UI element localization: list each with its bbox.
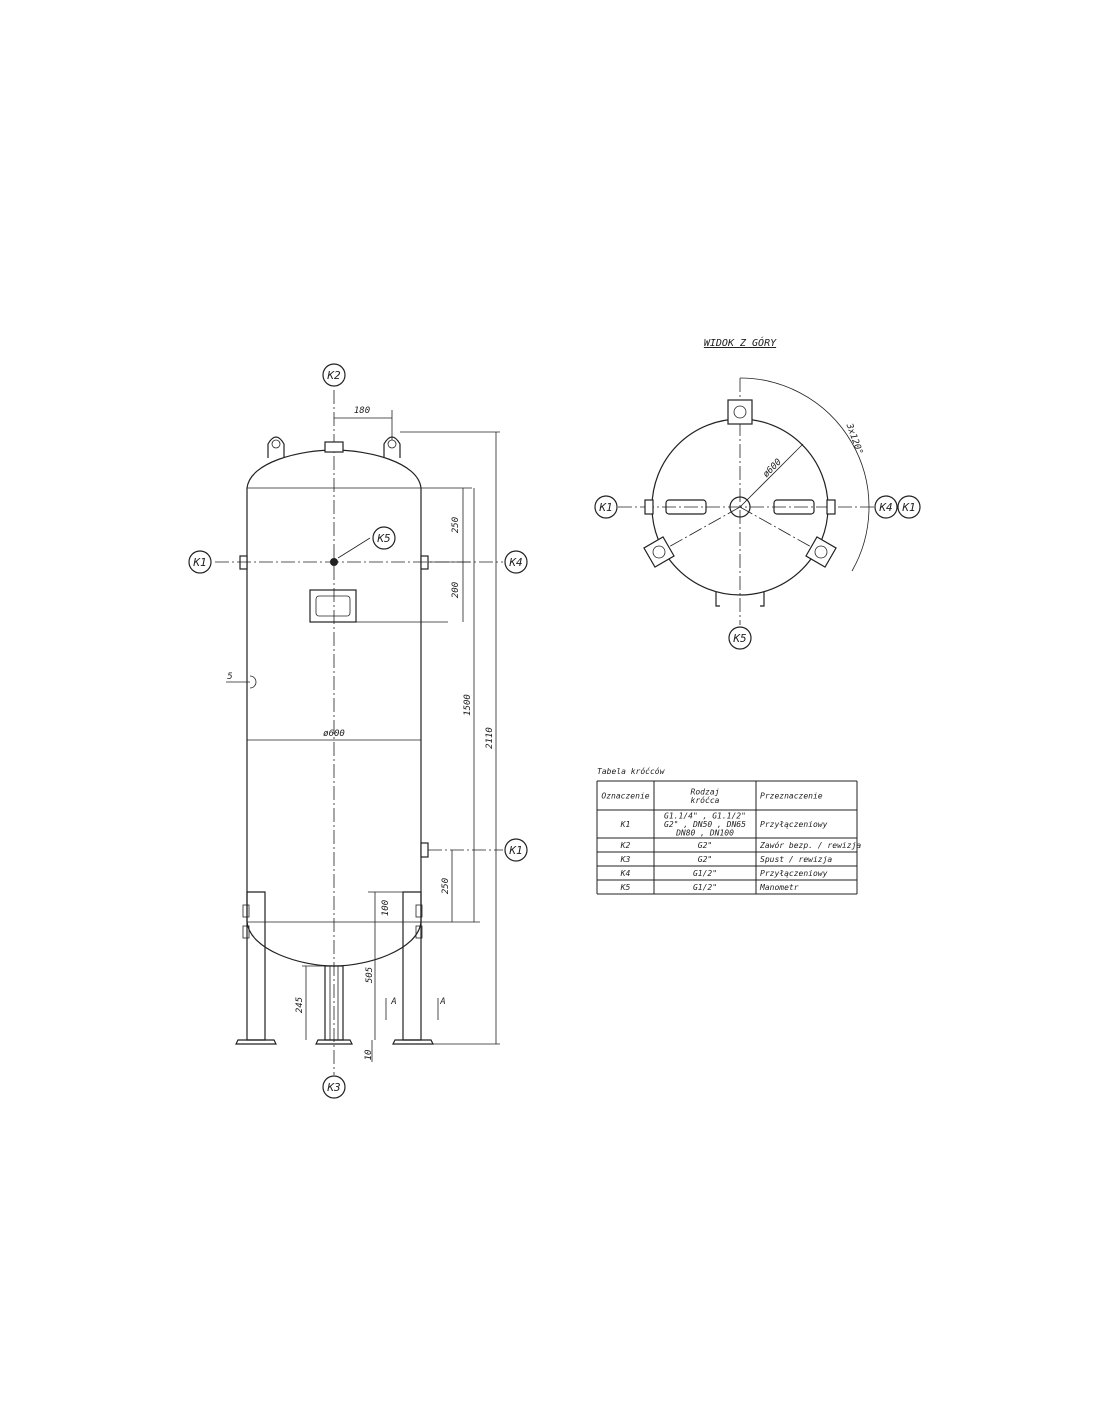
weld-symbol-5: 5	[227, 672, 232, 682]
table-cell: G1/2"	[693, 869, 717, 878]
marker-k5-front: K5	[372, 526, 396, 550]
svg-text:K3: K3	[326, 1081, 340, 1094]
top-lug-top	[727, 399, 753, 425]
svg-text:K1: K1	[598, 501, 612, 514]
svg-text:K1: K1	[901, 501, 915, 514]
dim-k1-low: 250	[441, 878, 451, 894]
top-view: WIDOK Z GÓRY	[618, 336, 876, 625]
table-cell: DN80 , DN100	[675, 829, 734, 838]
lifting-lug-right	[383, 436, 401, 458]
svg-text:K4: K4	[508, 556, 522, 569]
leg-right	[392, 891, 434, 1045]
table-cell: G2" , DN50 , DN65	[664, 820, 746, 829]
table-cell: K5	[620, 883, 631, 892]
top-lug-left	[643, 536, 675, 568]
table-cell: Przyłączeniowy	[760, 869, 828, 878]
marker-k1-front-bottom: K1	[504, 838, 528, 862]
svg-text:K4: K4	[878, 501, 892, 514]
table-cell: Manometr	[759, 883, 799, 892]
top-view-diameter: ø600	[761, 457, 783, 479]
table-cell: G1/2"	[693, 883, 717, 892]
dim-bottom-505: 505	[365, 967, 375, 983]
front-view	[215, 390, 503, 1075]
svg-text:K1: K1	[508, 844, 522, 857]
inspection-opening	[309, 589, 448, 623]
table-caption: Tabela króćców	[597, 766, 666, 776]
angle-label: 3x120°	[843, 421, 864, 456]
marker-k3-front: K3	[322, 1075, 346, 1099]
nozzle-k1-top	[239, 555, 248, 570]
marker-k5-top: K5	[728, 626, 752, 650]
table-cell: Przyłączeniowy	[760, 820, 828, 829]
dim-k5-to-sight: 200	[451, 582, 461, 598]
marker-k1-top-left: K1	[594, 495, 618, 519]
dim-diameter: ø600	[323, 729, 345, 739]
lifting-lug-left	[267, 436, 285, 458]
dim-k5-from-top: 250	[451, 517, 461, 533]
leg-left	[235, 891, 277, 1045]
table-header-cell: Rodzaj	[691, 787, 720, 796]
table-cell: G2"	[698, 855, 712, 864]
svg-text:K5: K5	[376, 532, 390, 545]
dim-bottom-100: 100	[381, 900, 391, 916]
dim-foot-10: 10	[364, 1050, 374, 1061]
table-cell: K4	[620, 869, 631, 878]
marker-k4-front: K4	[504, 550, 528, 574]
dim-drain-245: 245	[295, 997, 305, 1013]
svg-text:K2: K2	[326, 369, 341, 382]
nozzle-k4	[420, 555, 429, 570]
dim-top-offset: 180	[354, 406, 370, 416]
svg-text:K5: K5	[732, 632, 746, 645]
section-mark-a-left: A	[390, 997, 396, 1007]
table-header-cell: Oznaczenie	[601, 792, 649, 801]
table-cell: G2"	[698, 841, 712, 850]
dim-shell-1500: 1500	[463, 694, 473, 716]
table-cell: Zawór bezp. / rewizja	[759, 840, 861, 850]
dim-overall-2110: 2110	[485, 727, 495, 749]
table-header-cell: króćca	[691, 795, 720, 805]
section-mark-a-right: A	[439, 997, 445, 1007]
table-cell: K2	[620, 841, 631, 850]
marker-k2-front: K2	[322, 363, 346, 387]
table-cell: K1	[620, 820, 631, 829]
marker-k4-top: K4	[874, 495, 898, 519]
nozzle-k1-bottom	[420, 842, 429, 858]
svg-text:K1: K1	[192, 556, 206, 569]
nozzle-k2	[324, 441, 344, 453]
table-cell: Spust / rewizja	[760, 855, 832, 864]
top-lug-right	[805, 536, 837, 568]
table-cell: K3	[620, 855, 631, 864]
marker-k1-front-top: K1	[188, 550, 212, 574]
top-view-title: WIDOK Z GÓRY	[704, 336, 777, 349]
table-cell: G1.1/4" , G1.1/2"	[664, 812, 746, 821]
drain-pipe-k3	[315, 965, 353, 1045]
marker-k1-top-right: K1	[897, 495, 921, 519]
table-header-cell: Przeznaczenie	[760, 792, 823, 801]
